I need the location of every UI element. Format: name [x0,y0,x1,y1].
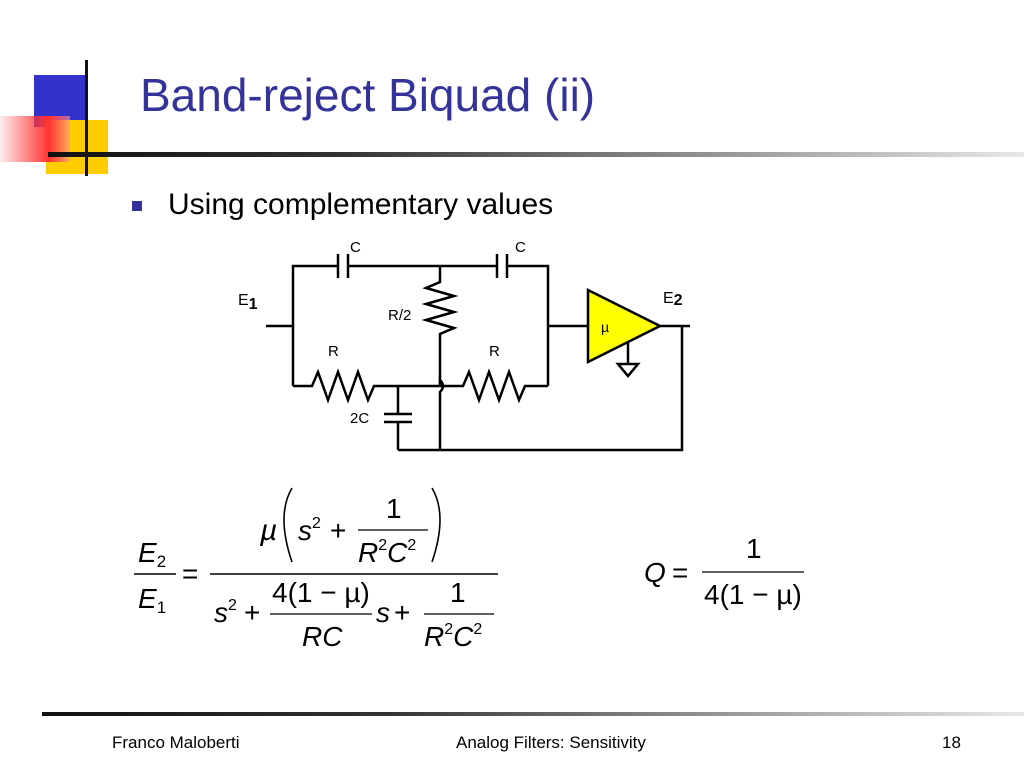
bullet-item: Using complementary values [132,188,553,222]
num-frac-den-c: C [387,537,408,568]
svg-text:E1: E1 [138,583,166,617]
cap-right-label: C [515,239,526,256]
bullet-square-icon [132,201,142,211]
input-subscript: 1 [249,296,258,313]
den-frac2-num: 1 [450,577,466,608]
den-plus1: + [244,597,260,628]
svg-text:R2C2: R2C2 [358,537,416,568]
svg-text:s2: s2 [214,597,237,628]
den-frac2-den-exp2: 2 [473,621,482,638]
output-subscript: 2 [674,292,683,309]
slide-title: Band-reject Biquad (ii) [140,69,596,121]
num-frac-den-exp1: 2 [378,537,387,554]
num-mu: µ [259,514,277,547]
svg-text:E2: E2 [138,537,166,571]
input-label: E1 [238,292,258,313]
num-frac-num: 1 [386,493,402,524]
q-equals: = [672,557,688,588]
svg-text:R2C2: R2C2 [424,621,482,652]
den-frac2-den-exp1: 2 [444,621,453,638]
lhs-den-sub: 1 [157,598,166,617]
q-lhs: Q [644,557,666,588]
transfer-equals: = [182,558,198,589]
footer-course: Analog Filters: Sensitivity [456,733,646,752]
res-mid-label: R/2 [388,307,411,324]
num-frac-den-exp2: 2 [407,537,416,554]
num-s: s [298,515,312,546]
footer-author: Franco Maloberti [112,733,240,752]
res-left-label: R [328,343,339,360]
input-letter: E [238,292,249,309]
den-frac2-den-c: C [453,621,474,652]
cap-left-label: C [350,239,361,256]
corner-decoration [0,0,130,180]
den-frac1-num: 4(1 − µ) [272,577,370,608]
res-right-label: R [489,343,500,360]
den-frac1-den: RC [302,621,343,652]
den-s-exp: 2 [228,597,237,614]
opamp-gain-label: µ [601,319,609,335]
num-plus: + [330,515,346,546]
num-s-exp: 2 [312,515,321,532]
output-label: E2 [663,290,683,309]
bullet-text: Using complementary values [168,188,554,221]
output-letter: E [663,290,674,307]
svg-text:s2: s2 [298,515,321,546]
q-den: 4(1 − µ) [704,579,802,610]
q-num: 1 [746,533,762,564]
num-frac-den-r: R [358,537,378,568]
lhs-num-sub: 2 [157,552,166,571]
cap-bottom-label: 2C [350,410,369,427]
den-frac2-den-r: R [424,621,444,652]
title-divider [48,152,1024,157]
deco-vertical-line [85,60,88,176]
lhs-num-letter: E [138,537,157,568]
den-s: s [214,597,228,628]
opamp-amplifier [586,287,663,365]
lhs-den-letter: E [138,583,157,614]
den-s-mid: s [376,597,390,628]
footer-divider [42,712,1024,716]
den-plus2: + [394,597,410,628]
footer-page-number: 18 [942,733,961,752]
